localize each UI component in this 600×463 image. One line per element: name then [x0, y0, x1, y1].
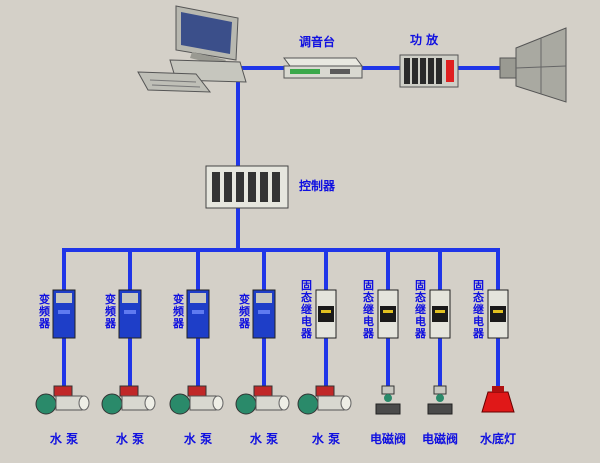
device-label: 固态继电器: [363, 279, 374, 340]
wiring: [62, 66, 500, 388]
vfd-icon: [52, 289, 76, 339]
load-label: 水 泵: [115, 432, 145, 446]
load-label: 电磁阀: [369, 432, 406, 446]
load-label: 电磁阀: [421, 432, 458, 446]
vfd-icon: [186, 289, 210, 339]
device-label: 变频器: [39, 293, 50, 330]
vfd-icon: [118, 289, 142, 339]
load-label: 水 泵: [249, 432, 279, 446]
pump-icon: [235, 385, 290, 415]
solenoid-valve-icon: [427, 385, 453, 415]
load-label: 水底灯: [479, 432, 516, 446]
speaker-icon: [499, 27, 567, 103]
vfd-icon: [252, 289, 276, 339]
device-label: 固态继电器: [415, 279, 426, 340]
device-label: 变频器: [173, 293, 184, 330]
device-label: 变频器: [105, 293, 116, 330]
pump-icon: [101, 385, 156, 415]
computer-icon: [137, 5, 247, 93]
underwater-lamp-icon: [481, 386, 515, 413]
controller-icon: [205, 165, 289, 209]
device-label: 固态继电器: [473, 279, 484, 340]
mixer-icon: [283, 57, 363, 79]
load-label: 水 泵: [311, 432, 341, 446]
pump-icon: [169, 385, 224, 415]
amplifier-label: 功 放: [410, 33, 439, 47]
load-label: 水 泵: [183, 432, 213, 446]
ssr-icon: [315, 289, 337, 339]
pump-icon: [297, 385, 352, 415]
mixer-label: 调音台: [299, 35, 336, 49]
pump-icon: [35, 385, 90, 415]
ssr-icon: [377, 289, 399, 339]
load-label: 水 泵: [49, 432, 79, 446]
ssr-icon: [429, 289, 451, 339]
device-label: 固态继电器: [301, 279, 312, 340]
device-label: 变频器: [239, 293, 250, 330]
solenoid-valve-icon: [375, 385, 401, 415]
amplifier-icon: [399, 54, 459, 88]
controller-label: 控制器: [299, 179, 336, 193]
ssr-icon: [487, 289, 509, 339]
